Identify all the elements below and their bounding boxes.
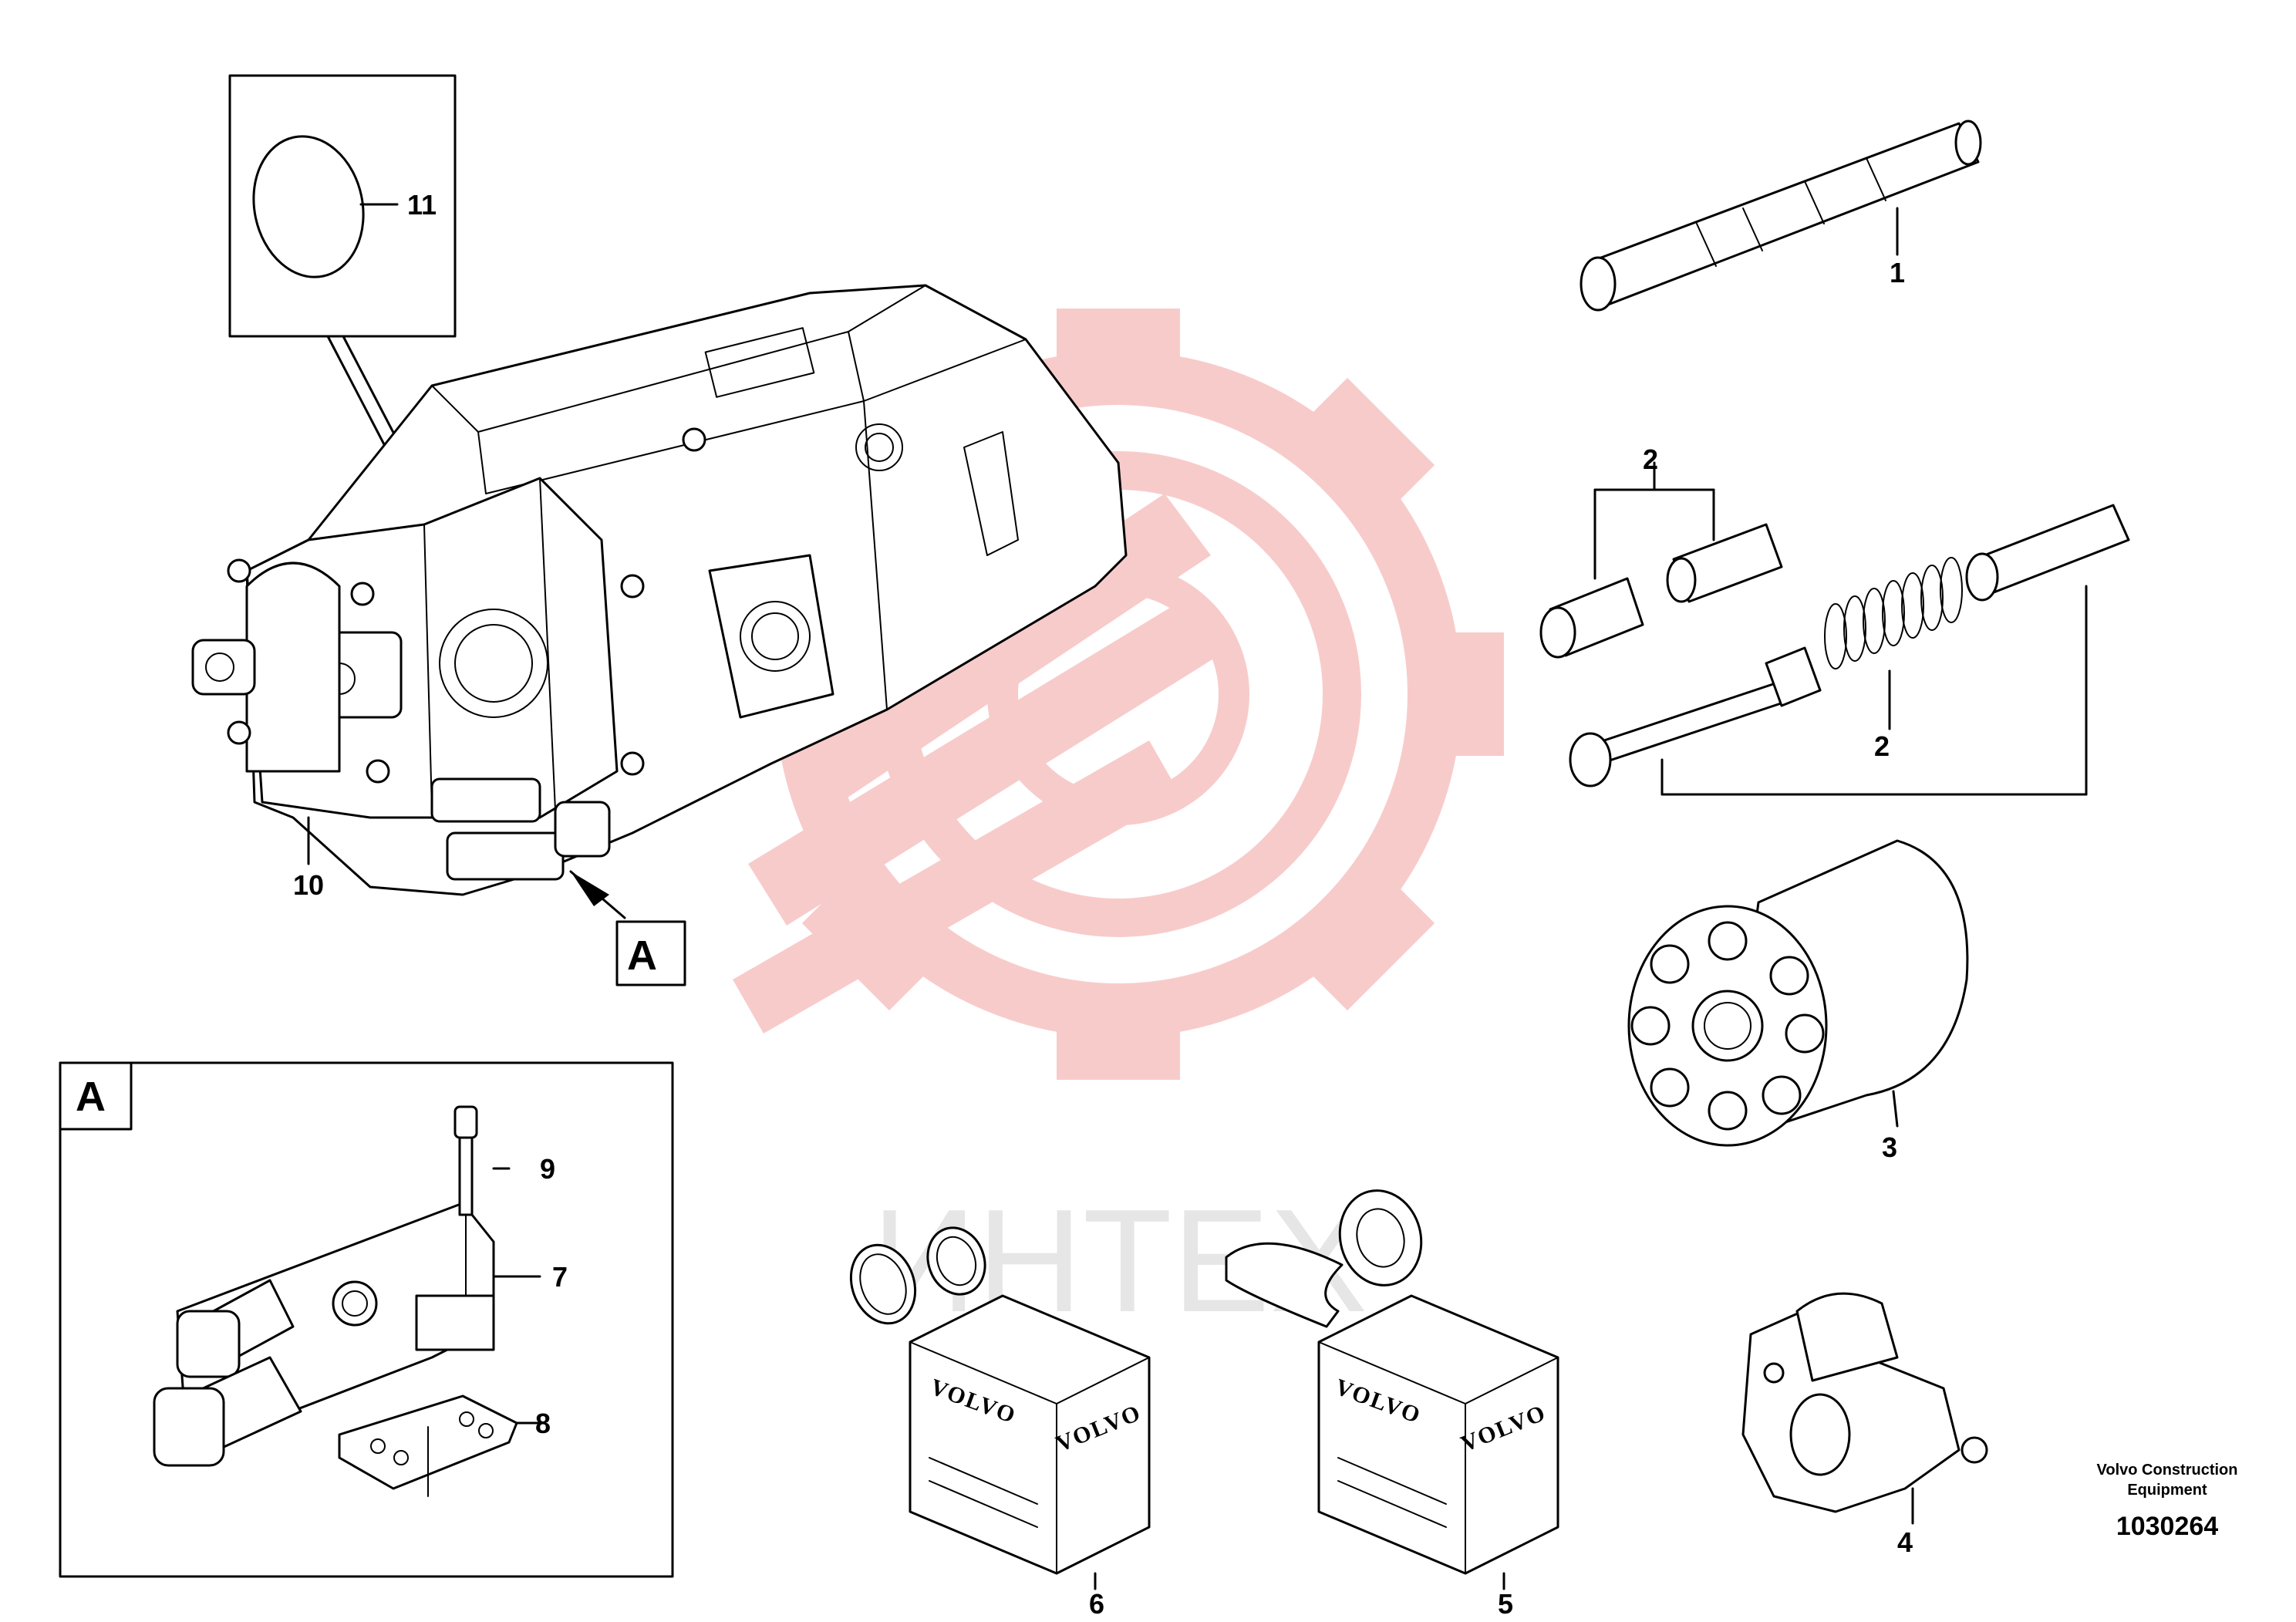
o-ring-inset [228,74,457,449]
label-item-4: 4 [1897,1526,1913,1558]
label-item-8: 8 [535,1408,551,1439]
seal-kit-package [849,1226,1151,1590]
label-item-9: 9 [540,1153,555,1185]
detail-box-a [59,1061,674,1578]
label-item-2-upper: 2 [1643,443,1658,475]
label-item-11: 11 [407,189,437,221]
label-item-10: 10 [293,869,324,901]
label-item-2-lower: 2 [1874,730,1890,762]
document-number: 1030264 [2116,1512,2218,1541]
hydraulic-pump-assembly [191,284,1128,919]
credit-line-1: Volvo Construction [2097,1462,2238,1479]
drive-shaft [1580,120,1982,312]
label-item-5: 5 [1498,1588,1513,1620]
label-item-3: 3 [1882,1131,1897,1163]
label-item-6: 6 [1089,1588,1104,1620]
valve-kit [1539,461,2130,796]
cylinder-block [1627,839,1969,1147]
valve-housing [1741,1292,1988,1525]
credit-line-2: Equipment [2127,1482,2207,1499]
callout-a-letter: A [627,932,657,979]
bearing-kit-package [1225,1189,1559,1590]
callout-a [615,920,686,986]
label-item-1: 1 [1890,257,1905,288]
label-item-7: 7 [552,1261,568,1293]
detail-box-a-letter: A [76,1074,106,1120]
